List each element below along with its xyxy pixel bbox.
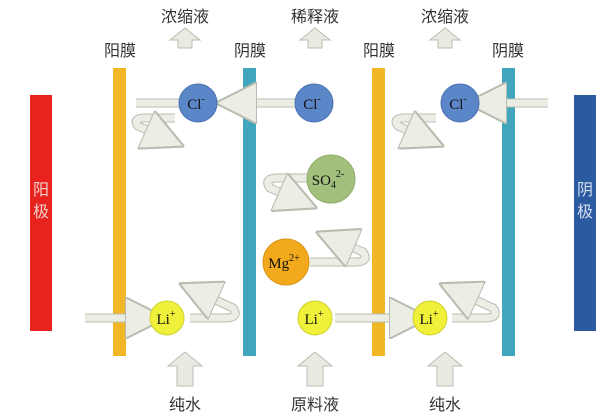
ion-li-2: Li+ — [297, 300, 333, 336]
up-arrow-icon — [428, 27, 462, 49]
cation-membrane-1 — [113, 68, 126, 356]
cation-membrane-2 — [372, 68, 385, 356]
u-turn-arrow-fill — [264, 178, 307, 200]
ion-mg: Mg2+ — [262, 238, 310, 286]
membrane-label-2: 阴膜 — [234, 41, 266, 60]
svg-text:Li+: Li+ — [420, 309, 439, 328]
svg-text:Cl-: Cl- — [187, 94, 205, 113]
svg-text:Li+: Li+ — [305, 309, 324, 328]
outlet-label-2: 稀释液 — [291, 7, 339, 26]
migration-arrows — [85, 103, 548, 318]
u-turn-arrow-fill — [190, 292, 239, 322]
cathode-electrode — [574, 95, 596, 331]
membrane-label-4: 阴膜 — [492, 41, 524, 60]
up-arrow-icon — [426, 351, 464, 387]
up-arrow-icon — [298, 27, 332, 49]
ion-li-1: Li+ — [149, 300, 185, 336]
svg-text:Li+: Li+ — [157, 309, 176, 328]
u-turn-arrow-fill — [132, 118, 175, 138]
outlet-label-1: 浓缩液 — [161, 7, 209, 26]
svg-text:SO42-: SO42- — [312, 169, 345, 191]
ion-li-3: Li+ — [412, 300, 448, 336]
membrane-label-3: 阳膜 — [363, 41, 395, 60]
rejection-arrows — [131, 118, 500, 323]
svg-text:Cl-: Cl- — [449, 94, 467, 113]
cathode-label: 阴极 — [577, 180, 593, 221]
ion-cl-3: Cl- — [440, 83, 480, 123]
svg-text:Cl-: Cl- — [303, 94, 321, 113]
u-turn-arrow-fill — [392, 118, 436, 138]
anode-electrode — [30, 95, 52, 331]
inlet-label-2: 原料液 — [291, 395, 339, 414]
u-turn-arrow-fill — [452, 292, 499, 322]
outlet-label-3: 浓缩液 — [421, 7, 469, 26]
ion-so4: SO42- — [306, 154, 356, 204]
anion-membrane-2 — [502, 68, 515, 356]
anion-membrane-1 — [243, 68, 256, 356]
up-arrow-icon — [168, 27, 202, 49]
up-arrow-icon — [166, 351, 204, 387]
ion-cl-2: Cl- — [294, 83, 334, 123]
up-arrow-icon — [296, 351, 334, 387]
anode-label-1: 阳极 — [33, 180, 49, 221]
membrane-label-1: 阳膜 — [104, 41, 136, 60]
u-turn-arrow-fill — [310, 240, 369, 262]
inlet-arrows — [166, 351, 464, 387]
svg-text:Mg2+: Mg2+ — [268, 253, 300, 272]
ion-cl-1: Cl- — [178, 83, 218, 123]
outlet-arrows — [168, 27, 462, 49]
inlet-label-1: 纯水 — [169, 395, 201, 414]
inlet-label-3: 纯水 — [429, 395, 461, 414]
